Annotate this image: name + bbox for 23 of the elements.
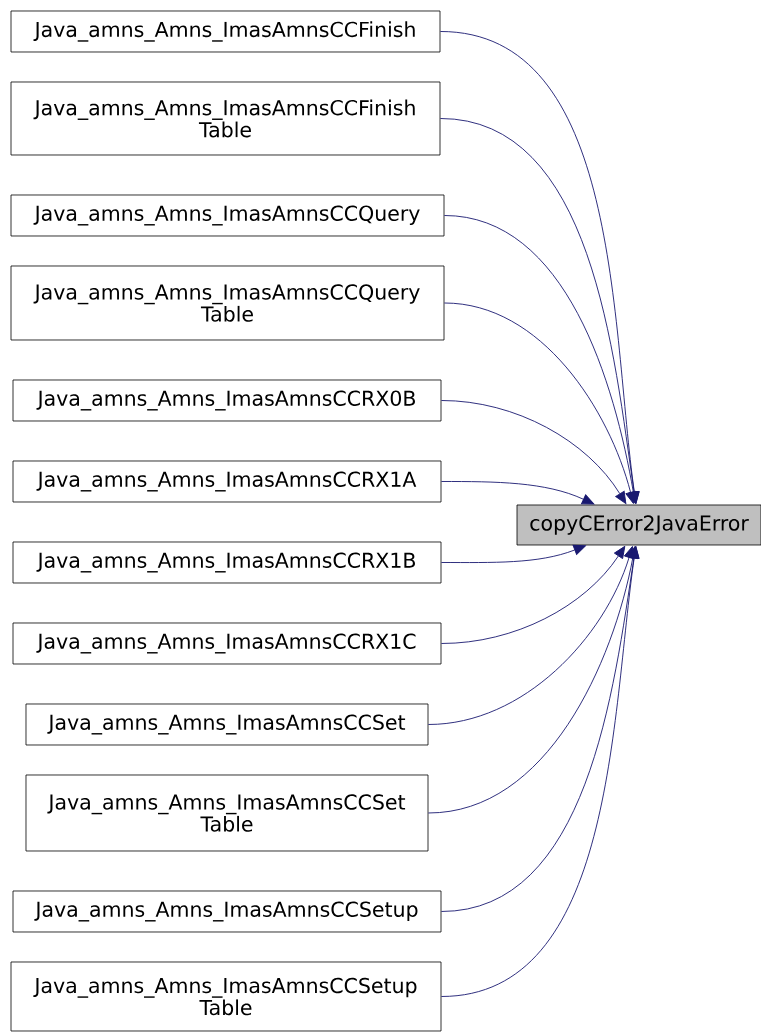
arrow <box>440 544 586 563</box>
function-box: Java_amns_Amns_ImasAmnsCCRX1C <box>12 622 442 665</box>
arrow <box>439 118 640 504</box>
function-box: Java_amns_Amns_ImasAmnsCCFinish Table <box>10 81 441 156</box>
arrow <box>440 400 627 505</box>
function-box: Java_amns_Amns_ImasAmnsCCSet Table <box>25 774 429 852</box>
arrow <box>440 545 626 644</box>
function-box: Java_amns_Amns_ImasAmnsCCRX1B <box>12 541 442 584</box>
function-box: Java_amns_Amns_ImasAmnsCCRX0B <box>12 379 442 422</box>
arrow <box>443 302 636 504</box>
function-box: Java_amns_Amns_ImasAmnsCCSetup Table <box>10 961 442 1032</box>
function-box: Java_amns_Amns_ImasAmnsCCRX1A <box>12 460 442 503</box>
arrow <box>440 481 595 505</box>
arrow <box>439 31 640 504</box>
function-box: Java_amns_Amns_ImasAmnsCCSetup <box>12 890 442 933</box>
arrow <box>443 215 639 504</box>
arrow <box>440 546 640 997</box>
function-box: Java_amns_Amns_ImasAmnsCCQuery <box>10 194 445 237</box>
function-box-highlighted: copyCError2JavaError <box>516 504 761 546</box>
function-box: Java_amns_Amns_ImasAmnsCCQuery Table <box>10 265 445 341</box>
function-box: Java_amns_Amns_ImasAmnsCCSet <box>25 703 429 746</box>
function-box: Java_amns_Amns_ImasAmnsCCFinish <box>10 10 441 53</box>
arrow <box>427 546 635 725</box>
